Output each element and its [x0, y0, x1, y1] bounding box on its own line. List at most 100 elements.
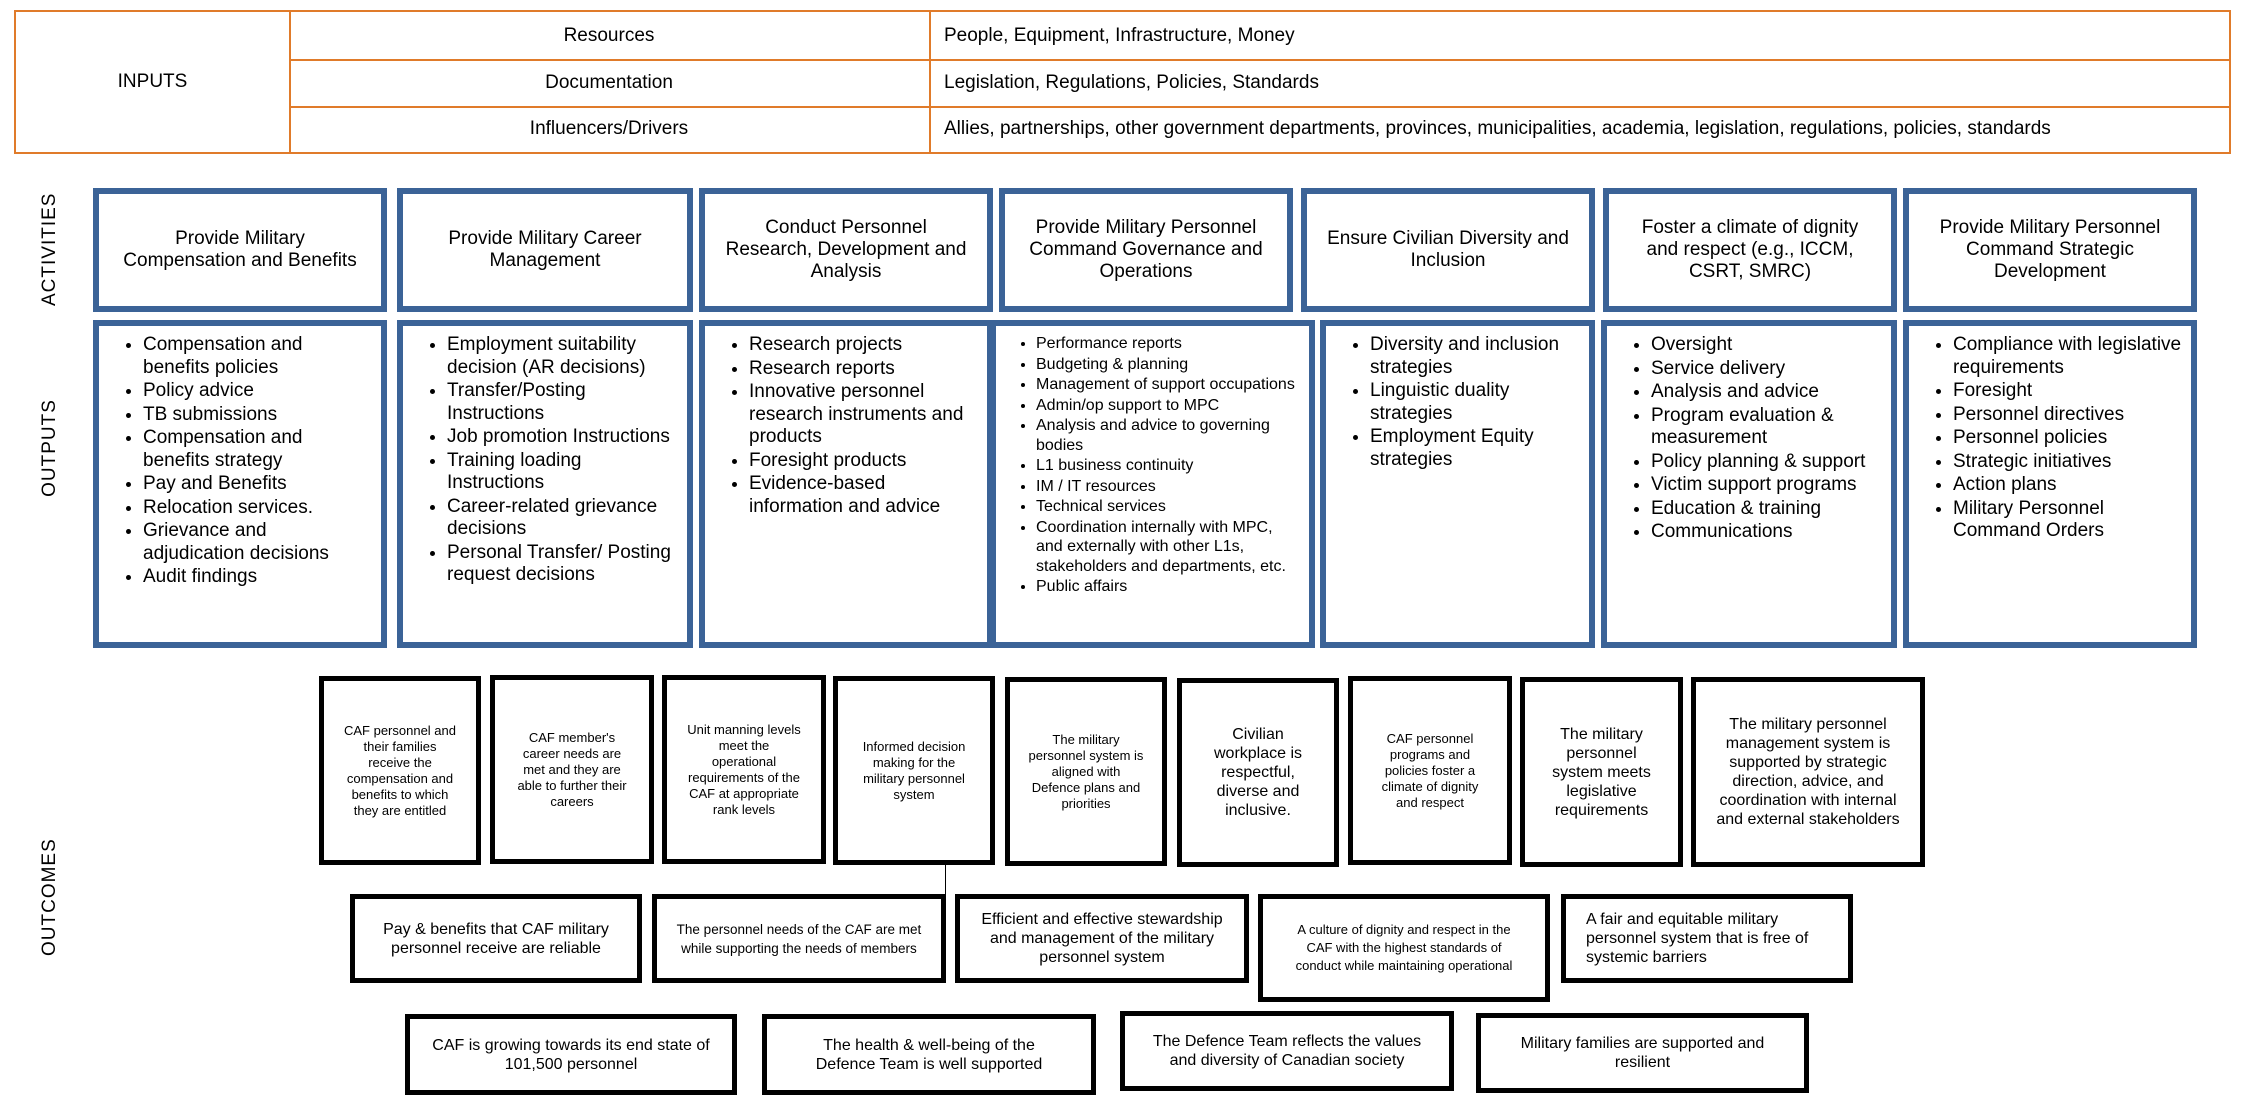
inputs-row-key: Influencers/Drivers [289, 106, 931, 152]
outputs-box-strategic: Compliance with legislative requirements… [1903, 320, 2197, 648]
outcome-text: Military families are supported and resi… [1520, 1035, 1765, 1071]
output-item: Policy planning & support [1651, 451, 1883, 474]
output-item: Performance reports [1036, 334, 1301, 354]
outcome-text: The military personnel system meets legi… [1552, 725, 1651, 819]
outcome-text: Pay & benefits that CAF military personn… [383, 920, 609, 957]
outcomes-side-label: OUTCOMES [39, 838, 60, 956]
output-item: Analysis and advice to governing bodies [1036, 416, 1301, 455]
output-item: Audit findings [143, 566, 373, 589]
output-item: Linguistic duality strategies [1370, 380, 1581, 425]
intermediate-outcome-box: Efficient and effective stewardship and … [955, 894, 1249, 983]
outcome-text: Efficient and effective stewardship and … [981, 911, 1223, 966]
outputs-side-label: OUTPUTS [39, 399, 60, 497]
activity-box: Provide Military Personnel Command Strat… [1903, 188, 2197, 312]
inputs-row-key: Resources [289, 12, 931, 59]
ultimate-outcome-box: Military families are supported and resi… [1476, 1013, 1809, 1093]
output-item: Research projects [749, 334, 979, 357]
immediate-outcome-box: CAF personnel programs and policies fost… [1348, 676, 1512, 865]
output-item: Management of support occupations [1036, 375, 1301, 395]
outputs-box-career: Employment suitability decision (AR deci… [397, 320, 693, 648]
output-item: Technical services [1036, 497, 1301, 517]
output-item: Admin/op support to MPC [1036, 396, 1301, 416]
outcome-text: The military personnel management system… [1716, 716, 1900, 828]
outputs-box-dignity: Oversight Service delivery Analysis and … [1601, 320, 1897, 648]
output-item: Compliance with legislative requirements [1953, 334, 2183, 379]
output-item: Communications [1651, 521, 1883, 544]
output-item: Public affairs [1036, 577, 1301, 597]
ultimate-outcome-box: The health & well-being of the Defence T… [762, 1014, 1096, 1095]
output-item: Service delivery [1651, 358, 1883, 381]
activities-side-label: ACTIVITIES [39, 192, 60, 306]
outcome-text: CAF personnel and their families receive… [343, 722, 456, 818]
output-item: Program evaluation & measurement [1651, 405, 1883, 450]
output-item: Personnel directives [1953, 404, 2183, 427]
immediate-outcome-box: Unit manning levels meet the operational… [662, 675, 826, 864]
output-item: IM / IT resources [1036, 477, 1301, 497]
inputs-row-key: Documentation [289, 59, 931, 106]
immediate-outcome-box: The military personnel system is aligned… [1005, 677, 1167, 866]
immediate-outcome-box: The military personnel management system… [1691, 677, 1925, 867]
connector-line [945, 864, 946, 894]
outputs-box-governance: Performance reports Budgeting & planning… [990, 320, 1315, 648]
output-item: Foresight products [749, 450, 979, 473]
outputs-box-compensation: Compensation and benefits policies Polic… [93, 320, 387, 648]
immediate-outcome-box: CAF member's career needs are met and th… [490, 675, 654, 864]
output-item: Job promotion Instructions [447, 426, 679, 449]
outcome-text: Civilian workplace is respectful, divers… [1213, 726, 1303, 819]
inputs-row-influencers: Influencers/Drivers Allies, partnerships… [289, 106, 2229, 152]
outputs-box-diversity: Diversity and inclusion strategies Lingu… [1320, 320, 1595, 648]
output-item: TB submissions [143, 404, 373, 427]
outcome-text: The health & well-being of the Defence T… [815, 1036, 1043, 1073]
outcome-text: Informed decision making for the militar… [862, 738, 966, 802]
outcome-text: CAF personnel programs and policies fost… [1381, 730, 1479, 810]
output-item: Analysis and advice [1651, 381, 1883, 404]
immediate-outcome-box: The military personnel system meets legi… [1520, 677, 1683, 867]
output-item: Transfer/Posting Instructions [447, 380, 679, 425]
output-item: Relocation services. [143, 497, 373, 520]
output-item: Education & training [1651, 498, 1883, 521]
activity-box: Foster a climate of dignity and respect … [1603, 188, 1897, 312]
output-item: Compensation and benefits strategy [143, 427, 373, 472]
activity-box: Provide Military Compensation and Benefi… [93, 188, 387, 312]
inputs-row-documentation: Documentation Legislation, Regulations, … [289, 59, 2229, 108]
output-item: Action plans [1953, 474, 2183, 497]
outcome-text: Unit manning levels meet the operational… [687, 721, 801, 817]
output-item: Military Personnel Command Orders [1953, 498, 2183, 543]
inputs-label: INPUTS [16, 12, 291, 152]
output-item: L1 business continuity [1036, 456, 1301, 476]
activity-box: Conduct Personnel Research, Development … [699, 188, 993, 312]
output-item: Oversight [1651, 334, 1883, 357]
outputs-box-research: Research projects Research reports Innov… [699, 320, 993, 648]
ultimate-outcome-box: CAF is growing towards its end state of … [405, 1014, 737, 1095]
output-item: Pay and Benefits [143, 473, 373, 496]
output-item: Employment suitability decision (AR deci… [447, 334, 679, 379]
output-item: Coordination internally with MPC, and ex… [1036, 518, 1301, 577]
inputs-table: INPUTS Resources People, Equipment, Infr… [14, 10, 2231, 154]
output-item: Policy advice [143, 380, 373, 403]
output-item: Foresight [1953, 380, 2183, 403]
output-item: Personal Transfer/ Posting request decis… [447, 542, 679, 587]
activity-box: Provide Military Career Management [397, 188, 693, 312]
output-item: Compensation and benefits policies [143, 334, 373, 379]
output-item: Employment Equity strategies [1370, 426, 1581, 471]
output-item: Victim support programs [1651, 474, 1883, 497]
output-item: Innovative personnel research instrument… [749, 381, 979, 449]
immediate-outcome-box: Informed decision making for the militar… [833, 676, 995, 865]
outcome-text: The Defence Team reflects the values and… [1152, 1033, 1422, 1069]
intermediate-outcome-box: A fair and equitable military personnel … [1561, 894, 1853, 983]
output-item: Grievance and adjudication decisions [143, 520, 373, 565]
inputs-row-value: People, Equipment, Infrastructure, Money [944, 24, 1295, 46]
outcome-text: A fair and equitable military personnel … [1586, 911, 1809, 966]
activity-box: Provide Military Personnel Command Gover… [999, 188, 1293, 312]
inputs-row-value: Legislation, Regulations, Policies, Stan… [944, 71, 1319, 93]
output-item: Training loading Instructions [447, 450, 679, 495]
immediate-outcome-box: Civilian workplace is respectful, divers… [1177, 678, 1339, 867]
output-item: Evidence-based information and advice [749, 473, 979, 518]
ultimate-outcome-box: The Defence Team reflects the values and… [1120, 1011, 1454, 1091]
outcome-text: The military personnel system is aligned… [1028, 731, 1144, 811]
outcome-text: A culture of dignity and respect in the … [1295, 922, 1513, 973]
intermediate-outcome-box: The personnel needs of the CAF are met w… [652, 894, 946, 983]
output-item: Diversity and inclusion strategies [1370, 334, 1581, 379]
inputs-row-resources: Resources People, Equipment, Infrastruct… [289, 12, 2229, 61]
immediate-outcome-box: CAF personnel and their families receive… [319, 676, 481, 865]
